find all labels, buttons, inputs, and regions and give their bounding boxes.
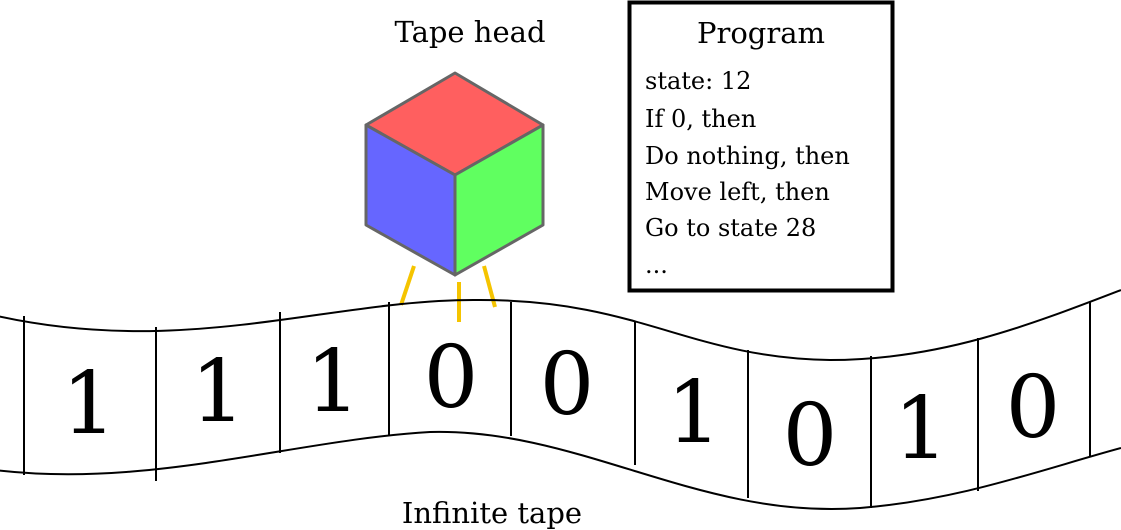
program-box-border <box>627 0 895 293</box>
tape-cell-symbol: 0 <box>1006 358 1061 458</box>
tape-cell-symbol: 0 <box>783 386 838 486</box>
tape-symbols: 1 1 1 0 0 1 0 1 0 <box>62 328 1061 486</box>
tape-top-edge <box>0 289 1121 362</box>
program-line: state: 12 <box>645 67 751 95</box>
cube-right-face <box>453 123 545 277</box>
program-line: Move left, then <box>645 178 830 206</box>
program-line: If 0, then <box>645 105 756 133</box>
signal-line-left <box>399 265 416 306</box>
tape-cell-symbol: 1 <box>306 332 361 432</box>
program-line: Go to state 28 <box>645 214 816 242</box>
tape-bottom-edge <box>0 430 1121 511</box>
tape-head-label: Tape head <box>394 15 545 49</box>
program-box: Program state: 12 If 0, then Do nothing,… <box>627 0 895 293</box>
read-signal-lines <box>399 265 497 322</box>
program-title: Program <box>697 16 825 50</box>
tape-cell-symbol: 1 <box>667 363 722 463</box>
tape-cell-symbol: 1 <box>62 354 117 454</box>
program-line: Do nothing, then <box>645 142 850 170</box>
tape-cell-symbol: 1 <box>894 379 949 479</box>
tape-head-cube <box>364 71 545 277</box>
tape-cell-symbol: 0 <box>424 328 479 428</box>
tape <box>0 289 1121 511</box>
tape-cell-symbol: 1 <box>191 342 246 442</box>
tape-cell-symbol: 0 <box>540 335 595 435</box>
program-line: ... <box>645 251 668 279</box>
infinite-tape-label: Infinite tape <box>402 496 582 530</box>
